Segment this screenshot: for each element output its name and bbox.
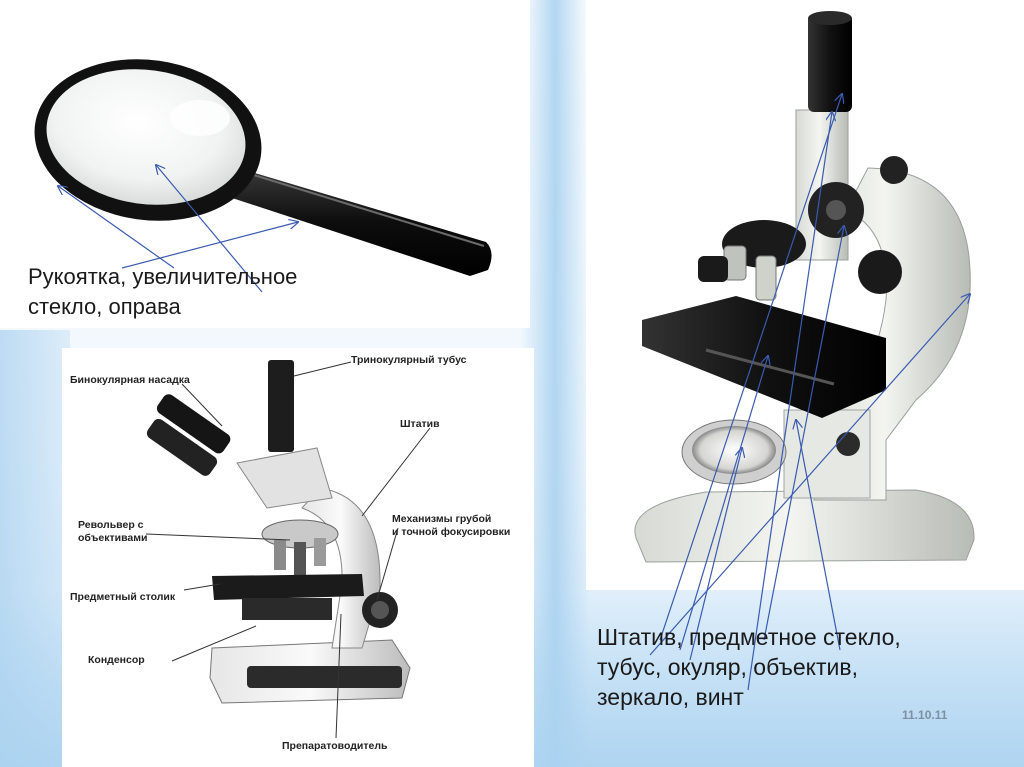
arrow-to-screw	[764, 226, 844, 640]
arrow-to-rim	[58, 186, 174, 268]
arrow-to-slide	[680, 356, 768, 650]
microscope-caption: Штатив, предметное стекло, тубус, окуляр…	[597, 622, 901, 712]
arrow-to-stand	[650, 294, 970, 655]
slide-date: 11.10.11	[902, 708, 947, 722]
arrow-to-tube	[748, 112, 832, 690]
arrow-to-eyepiece	[660, 94, 842, 640]
arrow-to-objective	[796, 420, 840, 650]
loupe-caption: Рукоятка, увеличительное стекло, оправа	[28, 262, 297, 322]
